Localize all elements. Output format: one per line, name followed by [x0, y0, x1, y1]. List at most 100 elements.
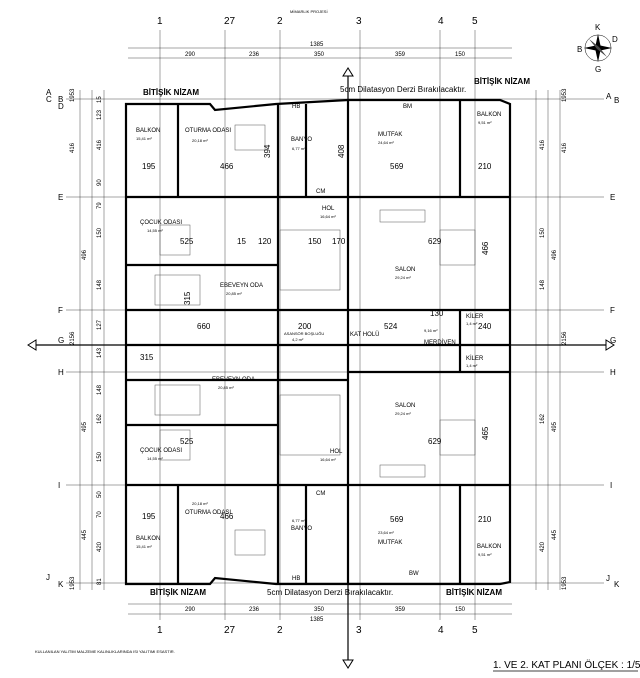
left-grid-letters: A B C D E F G H I J K [46, 88, 64, 589]
dim-label: 408 [337, 144, 346, 158]
adjacent-label: BİTİŞİK NİZAM [143, 88, 199, 97]
fixture-label: HB [292, 576, 300, 582]
grid-letter: F [610, 306, 615, 315]
room-area: 24,64 m² [378, 140, 394, 145]
dim-label: 148 [540, 279, 546, 290]
dim-segment: 150 [455, 52, 466, 58]
grid-number: 1 [157, 625, 163, 636]
dim-label: 495 [552, 421, 558, 432]
grid-number: 3 [356, 16, 362, 27]
dim-label: 123 [97, 109, 103, 120]
grid-number: 1 [157, 16, 163, 27]
dim-label: 496 [552, 249, 558, 260]
room-name: KAT HOLÜ [350, 331, 379, 338]
dim-label: 445 [552, 529, 558, 540]
dim-label: 466 [220, 162, 234, 171]
grid-letter: D [58, 102, 64, 111]
room-name: BALKON [136, 536, 160, 542]
room-name: MUTFAK [378, 540, 402, 546]
room-area: 16,64 m² [320, 457, 336, 462]
grid-number: 2 [277, 16, 283, 27]
room-name: BANYO [291, 137, 312, 143]
dim-label: 200 [298, 322, 312, 331]
room-area: 9,51 m² [478, 120, 492, 125]
fixtures: CM BM BW HB CM HB [292, 104, 419, 582]
room-area: 1,4 m² [466, 363, 478, 368]
dim-label: 569 [390, 162, 404, 171]
dim-label: 1953 [562, 88, 568, 102]
dim-label: 143 [97, 347, 103, 358]
room-name: ASANSÖR BOŞLUĞU [284, 331, 324, 336]
dim-label: 150 [540, 227, 546, 238]
dim-label: 1953 [562, 576, 568, 590]
insulation-note: KULLANILAN YALITIM MALZEME KALINLIKLARIN… [35, 649, 175, 654]
dim-label: 420 [97, 541, 103, 552]
room-name: MERDİVEN [424, 339, 456, 346]
grid-letter: B [58, 95, 63, 104]
room-area: 14,55 m² [147, 456, 163, 461]
dim-label: 2156 [70, 331, 76, 345]
grid-number: 2 [277, 625, 283, 636]
fixture-label: BW [409, 571, 419, 577]
dim-segment: 236 [249, 52, 260, 58]
room-name: BANYO [291, 526, 312, 532]
dim-label: 162 [540, 413, 546, 424]
grid-letter: B [614, 96, 619, 105]
dilatation-note: 5cm Dilatasyon Derzi Bırakılacaktır. [267, 588, 393, 597]
grid-letter: G [610, 336, 616, 345]
grid-number: 27 [224, 16, 236, 27]
dim-label: 660 [197, 322, 211, 331]
room-area: 9,51 m² [478, 552, 492, 557]
room-name: BALKON [477, 544, 501, 550]
grid-letter: F [58, 306, 63, 315]
room-name: ÇOCUK ODASI [140, 220, 182, 226]
dim-label: 420 [540, 541, 546, 552]
grid-letter: J [606, 574, 610, 583]
dim-segment: 150 [455, 607, 466, 613]
grid-letter: G [58, 336, 64, 345]
room-name: EBEVEYN ODA [212, 377, 255, 383]
room-name: SALON [395, 267, 415, 273]
dim-label: 416 [562, 142, 568, 153]
compass-letter: B [577, 45, 582, 54]
dim-label: 416 [97, 139, 103, 150]
grid-number: 27 [224, 625, 236, 636]
adjacent-label: BİTİŞİK NİZAM [474, 77, 530, 86]
grid-number: 4 [438, 625, 444, 636]
dim-label: 2156 [562, 331, 568, 345]
right-dimensions: 1953 416 496 2156 495 445 1953 416 150 1… [535, 88, 568, 590]
room-name: OTURMA ODASI [185, 128, 231, 134]
room-name: KİLER [466, 313, 484, 320]
plan-title: 1. VE 2. KAT PLANI ÖLÇEK : 1/50 [493, 659, 640, 671]
furniture [154, 124, 476, 556]
room-area: 6,77 m² [292, 518, 306, 523]
dim-total: 1385 [310, 42, 324, 48]
dim-label: 50 [97, 491, 103, 498]
room-name: HOL [322, 206, 335, 212]
dim-label: 466 [481, 241, 490, 255]
walls [124, 98, 512, 586]
room-area: 23,64 m² [378, 530, 394, 535]
north-arrow-icon: K D G B [577, 23, 618, 74]
dim-label: 150 [97, 451, 103, 462]
grid-letter: J [46, 573, 50, 582]
room-name: SALON [395, 403, 415, 409]
grid-letter: C [46, 95, 52, 104]
compass-letter: D [612, 35, 618, 44]
room-area: 29,24 m² [395, 411, 411, 416]
fixture-label: BM [403, 104, 412, 110]
room-area: 4,2 m² [292, 337, 304, 342]
top-dimensions: 1385 290 236 350 359 150 1385 290 236 35… [128, 42, 512, 623]
grid-number: 4 [438, 16, 444, 27]
dim-segment: 350 [314, 607, 325, 613]
dim-label: 15 [97, 96, 103, 103]
section-arrow-icon [342, 659, 354, 669]
grid-number: 5 [472, 16, 478, 27]
room-area: 16,64 m² [320, 214, 336, 219]
room-area: 9,16 m² [424, 328, 438, 333]
grid-letter: E [610, 193, 615, 202]
room-area: 1,4 m² [466, 321, 478, 326]
dilatation-note: 5cm Dilatasyon Derzi Bırakılacaktır. [340, 85, 466, 94]
room-area: 20,85 m² [218, 385, 234, 390]
